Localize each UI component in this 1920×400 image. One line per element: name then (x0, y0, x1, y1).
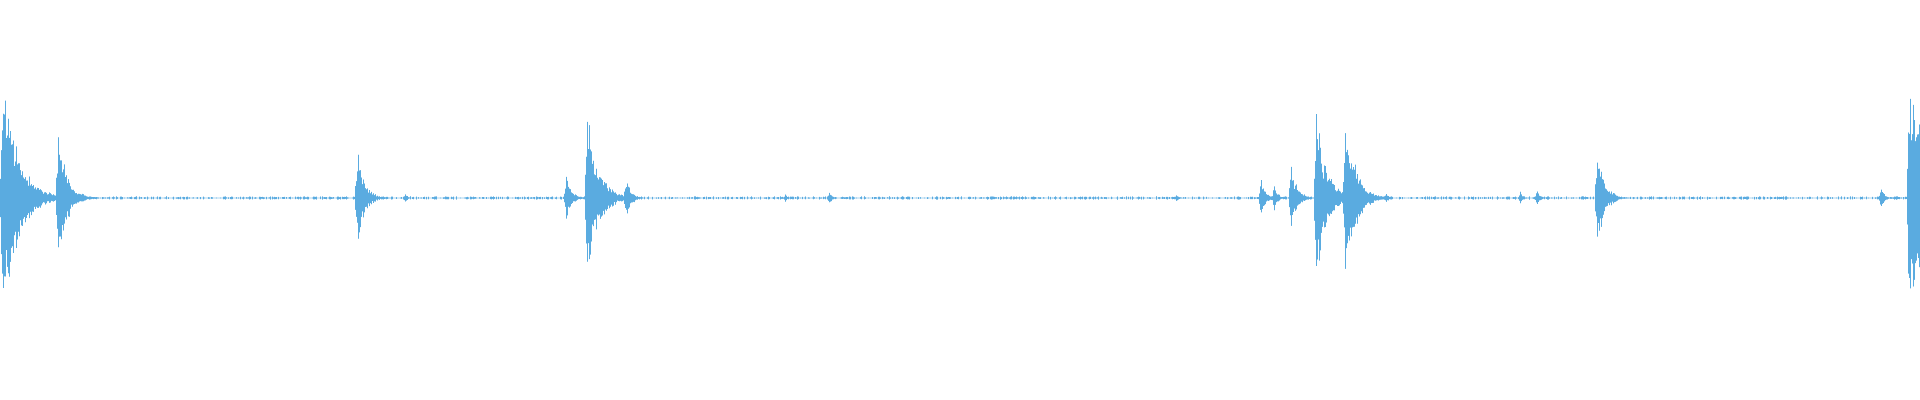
waveform-peaks (0, 98, 1920, 289)
